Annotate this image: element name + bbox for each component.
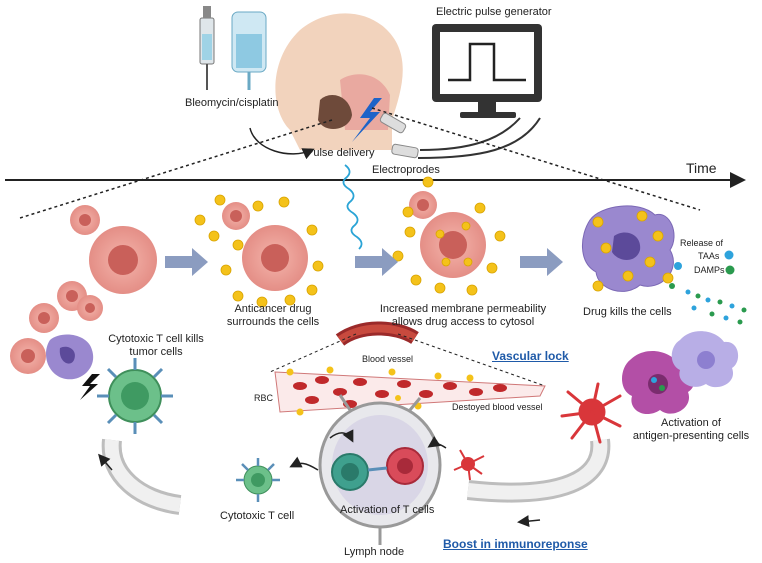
- patient-head-icon: [275, 13, 403, 151]
- blood-vessel-icon: [335, 321, 419, 346]
- label-time: Time: [686, 160, 717, 176]
- label-anticancer-drug: Anticancer drug surrounds the cells: [218, 303, 328, 329]
- label-permeability: Increased membrane permeability allows d…: [378, 303, 548, 329]
- label-activation-t-cells: Activation of T cells: [340, 504, 435, 516]
- label-damps: DAMPs: [694, 265, 725, 275]
- label-activation-apc-line2: antigen-presenting cells: [632, 430, 750, 442]
- label-pulse-generator: Electric pulse generator: [436, 6, 552, 18]
- label-activation-apc: Activation of antigen-presenting cells: [626, 417, 756, 443]
- lymph-node-icon: [318, 394, 442, 545]
- label-release-of: Release of: [680, 238, 724, 248]
- tumor-cells-stage1: [70, 205, 157, 294]
- dead-tumor-cell: [581, 205, 682, 292]
- label-bleomycin: Bleomycin/cisplatin: [185, 97, 279, 109]
- label-anticancer-drug-line2: surrounds the cells: [226, 316, 320, 328]
- label-permeability-line2: allows drug access to cytosol: [391, 316, 535, 328]
- lightning-kill-icon: [80, 374, 100, 400]
- cytotoxic-t-cell-large: [97, 358, 173, 434]
- label-cytotoxic-kills: Cytotoxic T cell kills tumor cells: [96, 333, 216, 359]
- link-boost-immunoresponse[interactable]: Boost in immunoreponse: [443, 537, 588, 551]
- tumor-cells-stage2: [194, 194, 324, 308]
- apc-lavender-icon: [671, 331, 739, 388]
- taa-icon: [724, 250, 734, 260]
- label-drug-kills: Drug kills the cells: [583, 306, 672, 318]
- pulse-generator-monitor: [432, 24, 542, 118]
- label-cytotoxic-kills-line1: Cytotoxic T cell kills: [108, 333, 204, 345]
- label-pulse-delivery: Pulse delivery: [306, 147, 375, 159]
- stage-arrows: [165, 248, 563, 276]
- tumor-cells-stage3: [392, 176, 506, 296]
- label-taas: TAAs: [698, 251, 720, 261]
- label-cytotoxic-kills-line2: tumor cells: [129, 346, 183, 358]
- syringe-icon: [199, 6, 215, 90]
- label-activation-apc-line1: Activation of: [661, 417, 721, 429]
- apc-red-icon: [560, 382, 622, 444]
- label-blood-vessel: Blood vessel: [362, 354, 414, 364]
- cytotoxic-t-cell-small: [236, 458, 280, 502]
- label-lymph-node: Lymph node: [344, 546, 405, 558]
- label-rbc: RBC: [254, 393, 274, 403]
- released-particles: [685, 289, 747, 325]
- label-electroprodes: Electroprodes: [372, 164, 440, 176]
- label-cytotoxic-t-cell: Cytotoxic T cell: [220, 510, 295, 522]
- damp-icon: [725, 265, 735, 275]
- link-vascular-lock[interactable]: Vascular lock: [492, 349, 569, 363]
- label-destroyed-vessel: Destoyed blood vessel: [452, 402, 543, 412]
- label-permeability-line1: Increased membrane permeability: [379, 303, 547, 315]
- iv-bag-icon: [231, 11, 267, 90]
- electric-field-wave: [342, 164, 363, 250]
- label-anticancer-drug-line1: Anticancer drug: [234, 303, 312, 315]
- tumor-cluster-attacked: [10, 281, 103, 380]
- electroprode-icon: [379, 112, 419, 159]
- small-apc-icon: [453, 449, 485, 481]
